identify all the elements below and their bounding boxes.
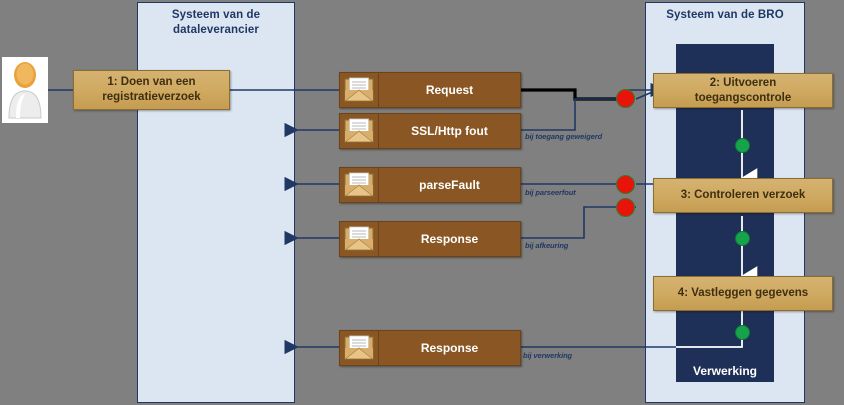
activity-2-uitvoeren-toegangscontrole[interactable]: 2: Uitvoeren toegangscontrole — [653, 73, 833, 108]
message-parsefault-label: parseFault — [419, 178, 480, 192]
envelope-icon — [340, 331, 379, 365]
message-ssl-http-fout[interactable]: SSL/Http fout — [339, 113, 521, 149]
condition-parseerfout: bij parseerfout — [525, 188, 576, 197]
activity-3-label: 3: Controleren verzoek — [680, 189, 806, 201]
red-dot-parseerfout — [616, 175, 635, 194]
lane-bro-title: Systeem van de BRO — [645, 8, 805, 23]
lane-dataleverancier-title: Systeem van de dataleverancier — [137, 8, 295, 38]
envelope-icon — [340, 222, 379, 256]
activity-1-doen-registratieverzoek[interactable]: 1: Doen van een registratieverzoek — [73, 70, 230, 110]
message-request-label: Request — [425, 83, 474, 97]
message-parsefault[interactable]: parseFault — [339, 167, 521, 203]
message-response-afkeuring[interactable]: Response — [339, 221, 521, 257]
green-dot-na-vastleggen — [735, 325, 750, 340]
envelope-icon — [340, 168, 379, 202]
condition-toegang-geweigerd: bij toegang geweigerd — [525, 132, 603, 141]
activity-3-controleren-verzoek[interactable]: 3: Controleren verzoek — [653, 178, 833, 213]
envelope-icon — [340, 73, 379, 107]
condition-afkeuring: bij afkeuring — [525, 241, 569, 250]
green-dot-na-toegangscontrole — [735, 138, 750, 153]
actor-dataleverancier — [2, 57, 48, 123]
message-response-verwerking-label: Response — [420, 341, 479, 355]
actor-icon — [8, 62, 42, 119]
green-dot-na-controleren — [735, 231, 750, 246]
lane-dataleverancier-title-line1: Systeem van de — [171, 9, 261, 21]
activity-2-label: 2: Uitvoeren toegangscontrole — [694, 76, 792, 104]
message-response-afkeuring-label: Response — [420, 232, 479, 246]
message-response-verwerking[interactable]: Response — [339, 330, 521, 366]
message-ssl-http-fout-label: SSL/Http fout — [411, 124, 488, 138]
lane-dataleverancier — [137, 2, 295, 403]
activity-1-line2: registratieverzoek — [102, 91, 201, 103]
envelope-icon — [340, 114, 379, 148]
activity-4-label: 4: Vastleggen gegevens — [677, 287, 809, 299]
message-request[interactable]: Request — [339, 72, 521, 108]
red-dot-afkeuring — [616, 198, 635, 217]
activity-1-line1: 1: Doen van een — [107, 76, 196, 88]
activity-4-vastleggen-gegevens[interactable]: 4: Vastleggen gegevens — [653, 276, 833, 311]
condition-verwerking: bij verwerking — [523, 351, 573, 360]
lane-dataleverancier-title-line2: dataleverancier — [173, 24, 259, 36]
lane-bro-title-line1: Systeem van de BRO — [666, 9, 784, 21]
verwerking-panel-label: Verwerking — [692, 364, 758, 378]
red-dot-toegang-geweigerd — [616, 89, 635, 108]
